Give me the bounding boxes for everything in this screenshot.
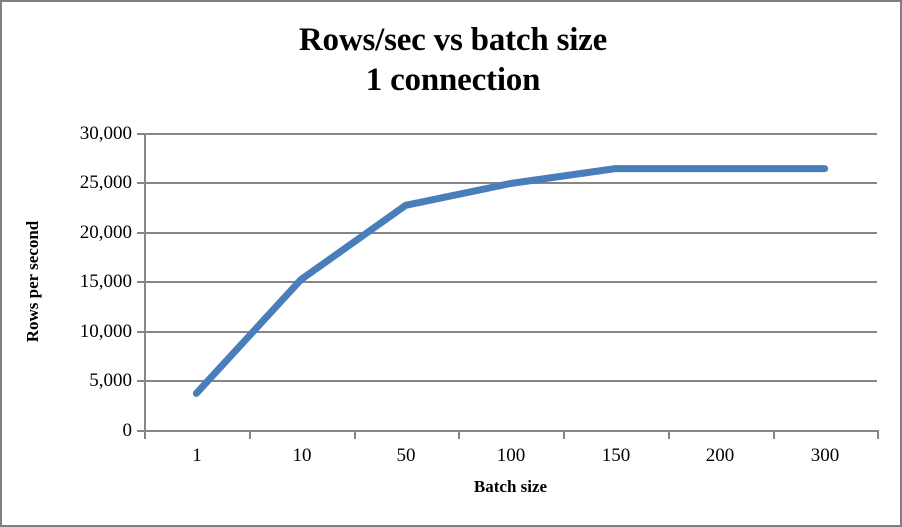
x-axis-tick-4 [563, 430, 565, 439]
gridline-25000 [144, 182, 877, 184]
y-axis-tick-15000 [137, 281, 145, 283]
x-axis-tick-7 [877, 430, 879, 439]
x-axis-tick-0 [144, 430, 146, 439]
x-tick-label-150: 150 [601, 445, 631, 466]
x-axis-tick-2 [354, 430, 356, 439]
chart-title: Rows/sec vs batch size 1 connection [2, 20, 900, 100]
y-tick-label-15000: 15,000 [79, 271, 132, 292]
y-tick-label-0: 0 [122, 420, 133, 441]
gridline-5000 [144, 380, 877, 382]
y-tick-label-20000: 20,000 [79, 222, 132, 243]
x-tick-label-300: 300 [810, 445, 840, 466]
y-tick-label-10000: 10,000 [79, 321, 132, 342]
y-axis-tick-5000 [137, 380, 145, 382]
chart-title-line-2: 1 connection [365, 62, 541, 98]
x-axis-tick-1 [249, 430, 251, 439]
x-tick-label-1: 1 [192, 445, 202, 466]
gridline-30000 [144, 133, 877, 135]
y-axis-tick-25000 [137, 182, 145, 184]
x-tick-label-100: 100 [496, 445, 526, 466]
plot-area [144, 133, 877, 432]
y-axis-tick-20000 [137, 232, 145, 234]
x-tick-label-10: 10 [292, 445, 312, 466]
y-axis-tick-0 [137, 430, 145, 432]
y-axis-tick-10000 [137, 331, 145, 333]
chart-title-line-1: Rows/sec vs batch size [298, 22, 608, 58]
x-axis-line [144, 430, 877, 432]
gridline-15000 [144, 281, 877, 283]
x-axis-tick-3 [458, 430, 460, 439]
y-tick-label-25000: 25,000 [79, 172, 132, 193]
y-axis-tick-30000 [137, 133, 145, 135]
x-tick-label-200: 200 [705, 445, 735, 466]
x-axis-title: Batch size [473, 477, 548, 496]
x-tick-label-50: 50 [396, 445, 416, 466]
y-tick-label-30000: 30,000 [79, 123, 132, 144]
gridline-10000 [144, 331, 877, 333]
gridline-20000 [144, 232, 877, 234]
x-axis-tick-5 [668, 430, 670, 439]
y-axis-tick-labels: 30,000 25,000 20,000 15,000 10,000 5,000… [14, 2, 133, 525]
y-tick-label-5000: 5,000 [89, 370, 132, 391]
x-axis-tick-6 [773, 430, 775, 439]
